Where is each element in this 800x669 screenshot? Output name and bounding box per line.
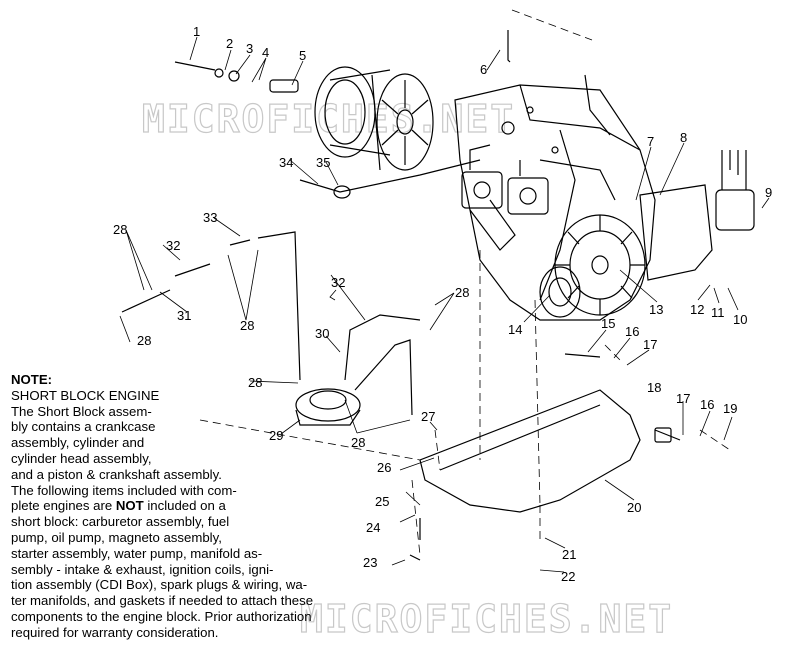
callout-16-b: 16	[700, 397, 714, 412]
callout-27: 27	[421, 409, 435, 424]
callout-15: 15	[601, 316, 615, 331]
note-not-emphasis: NOT	[115, 498, 144, 514]
callout-28-e: 28	[455, 285, 469, 300]
callout-8: 8	[680, 130, 687, 145]
callout-5: 5	[299, 48, 306, 63]
magneto-flywheel	[554, 214, 646, 316]
callouts: 1 2 3 4 5 6 7 8 9 10 11 12 13 14 15 16 1…	[113, 24, 772, 584]
callout-29: 29	[269, 428, 283, 443]
spacer-5	[269, 79, 299, 93]
callout-4: 4	[262, 45, 269, 60]
callout-30: 30	[315, 326, 329, 341]
callout-2: 2	[226, 36, 233, 51]
callout-22: 22	[561, 569, 575, 584]
note-subheading: SHORT BLOCK ENGINE	[11, 387, 160, 403]
engine-block	[454, 84, 656, 321]
leader-lines	[119, 36, 770, 573]
callout-18: 18	[647, 380, 661, 395]
spark-plug	[507, 30, 511, 63]
callout-9: 9	[765, 185, 772, 200]
callout-14: 14	[508, 322, 522, 337]
washer-2	[214, 68, 224, 78]
oil-line-main	[257, 231, 301, 381]
mount-hardware	[564, 353, 681, 441]
watermark-bottom: MICROFICHES.NET	[300, 597, 673, 641]
callout-28-a: 28	[113, 222, 127, 237]
magneto-cover-plate	[639, 184, 713, 281]
callout-35: 35	[316, 155, 330, 170]
washer-3	[228, 70, 240, 82]
callout-28-b: 28	[137, 333, 151, 348]
callout-19: 19	[723, 401, 737, 416]
bolt-1	[174, 61, 216, 71]
callout-34: 34	[279, 155, 293, 170]
callout-12: 12	[690, 302, 704, 317]
callout-20: 20	[627, 500, 641, 515]
callout-33: 33	[203, 210, 217, 225]
mount-stack	[409, 518, 421, 561]
callout-28-f: 28	[351, 435, 365, 450]
callout-13: 13	[649, 302, 663, 317]
callout-24: 24	[366, 520, 380, 535]
skid-plate	[419, 389, 641, 513]
callout-11: 11	[711, 305, 725, 320]
callout-26: 26	[377, 460, 391, 475]
callout-3: 3	[246, 41, 253, 56]
callout-16-a: 16	[625, 324, 639, 339]
callout-6: 6	[480, 62, 487, 77]
callout-28-c: 28	[240, 318, 254, 333]
short-block-note: NOTE: SHORT BLOCK ENGINE The Short Block…	[11, 372, 371, 641]
carburetor-assembly	[461, 144, 549, 215]
cable-clamp	[333, 185, 351, 199]
skid-plate-edge	[439, 404, 601, 471]
callout-25: 25	[375, 494, 389, 509]
callout-28-d: 28	[248, 375, 262, 390]
watermark-top: MICROFICHES.NET	[142, 97, 515, 141]
oil-line-right	[344, 314, 421, 381]
callout-10: 10	[733, 312, 747, 327]
recoil-starter	[539, 266, 581, 318]
note-paragraph-2-start: The following items included with com- p…	[11, 482, 237, 514]
ignition-coil	[715, 150, 755, 231]
fitting-parts	[121, 239, 251, 313]
callout-7: 7	[647, 134, 654, 149]
spark-plug-wire	[584, 74, 611, 136]
note-paragraph-2: The following items included with com- p…	[11, 483, 371, 641]
throttle-cable	[299, 159, 481, 193]
callout-32-b: 32	[331, 275, 345, 290]
oil-line-lower	[354, 339, 413, 416]
note-paragraph-1: The Short Block assem- bly contains a cr…	[11, 403, 222, 482]
callout-23: 23	[363, 555, 377, 570]
note-heading: NOTE:	[11, 372, 53, 387]
callout-1: 1	[193, 24, 200, 39]
callout-31: 31	[177, 308, 191, 323]
note-paragraph-2-end: included on a short block: carburetor as…	[11, 498, 314, 640]
mount-spacer-18	[654, 427, 672, 443]
callout-17-b: 17	[676, 391, 690, 406]
oil-pump-base	[295, 388, 361, 426]
clutch-pulley	[314, 66, 434, 171]
alignment-lines	[199, 9, 731, 556]
callout-17-a: 17	[643, 337, 657, 352]
callout-32-a: 32	[166, 238, 180, 253]
callout-21: 21	[562, 547, 576, 562]
